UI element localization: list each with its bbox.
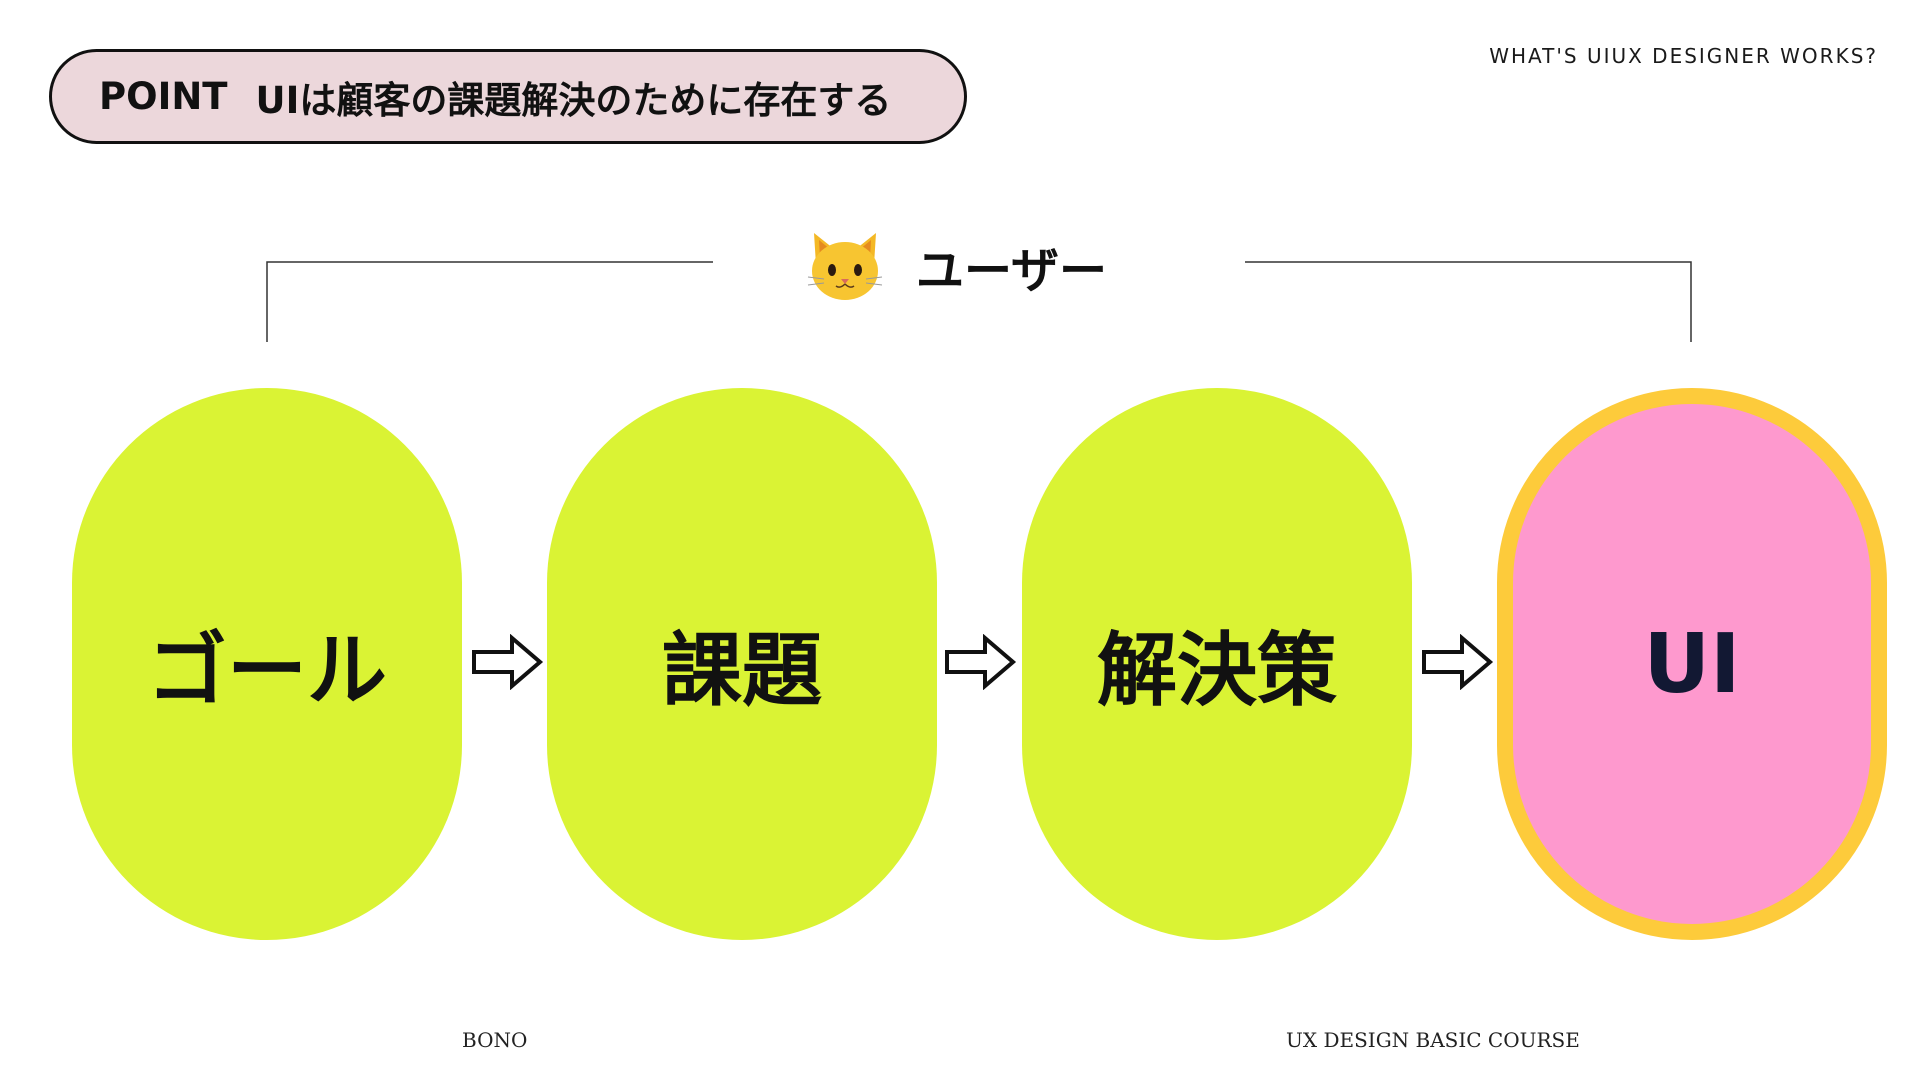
point-badge: POINT UIは顧客の課題解決のために存在する: [49, 49, 967, 144]
arrow-right-icon: [1422, 634, 1494, 690]
point-label: POINT: [99, 75, 228, 118]
cat-face-icon: [807, 233, 883, 300]
user-label-text: ユーザー: [916, 243, 1108, 299]
stage-problem: 課題: [547, 388, 937, 940]
stage-ui-label: UI: [1643, 616, 1741, 712]
stage-goal: ゴール: [72, 388, 462, 940]
footer-course: UX DESIGN BASIC COURSE: [1286, 1028, 1580, 1052]
user-label: ユーザー: [804, 226, 1244, 306]
arrow-right-icon: [945, 634, 1017, 690]
stage-goal-label: ゴール: [147, 624, 387, 717]
point-text: UIは顧客の課題解決のために存在する: [255, 78, 892, 122]
bracket-left-line: [266, 261, 713, 342]
stage-solution: 解決策: [1022, 388, 1412, 940]
arrow-right-icon: [472, 634, 544, 690]
course-title-header: WHAT'S UIUX DESIGNER WORKS?: [1489, 44, 1878, 68]
stage-solution-label: 解決策: [1097, 624, 1337, 717]
stage-ui: UI: [1497, 388, 1887, 940]
stage-problem-label: 課題: [662, 624, 822, 717]
footer-brand: BONO: [462, 1028, 528, 1052]
bracket-right-line: [1245, 261, 1692, 342]
